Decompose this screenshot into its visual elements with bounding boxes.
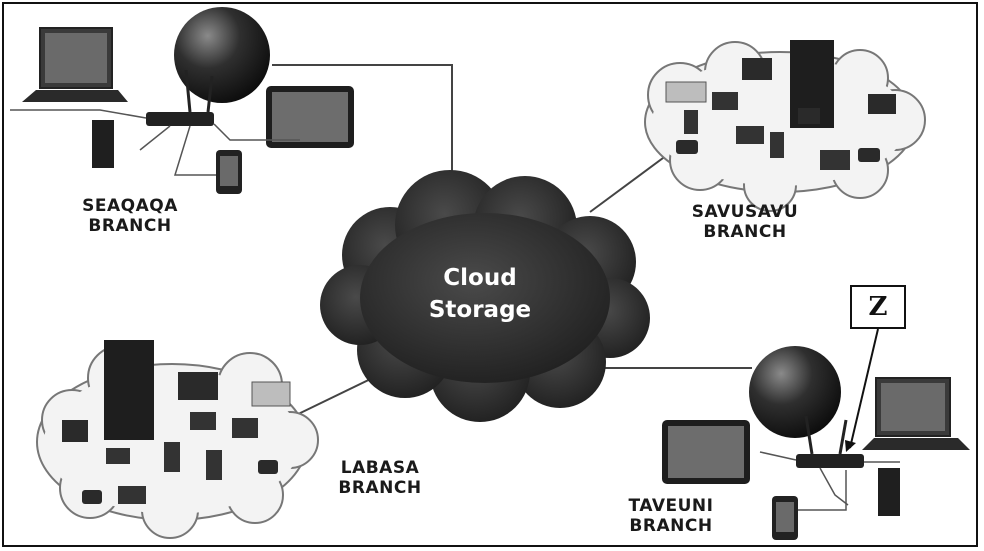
- labasa-name: LABASA: [340, 458, 420, 478]
- seaqaqa-branch-word: BRANCH: [88, 216, 172, 236]
- taveuni-name: TAVEUNI: [628, 496, 714, 516]
- phone-icon: [772, 496, 798, 540]
- cloud-storage-shape: [320, 170, 650, 422]
- taveuni-devices: [662, 346, 970, 540]
- labasa-branch-label: LABASA BRANCH: [325, 458, 435, 498]
- laptop-icon: [820, 150, 850, 170]
- laptop-icon: [862, 377, 970, 450]
- cloud-label-line2: Storage: [428, 297, 532, 323]
- savusavu-name: SAVUSAVU: [691, 202, 799, 222]
- labasa-devices: [36, 340, 319, 539]
- phone-icon: [82, 490, 102, 504]
- router-icon: [796, 415, 864, 468]
- monitor-icon: [178, 372, 218, 400]
- cloud-label-line1: Cloud: [443, 265, 517, 291]
- tower-pc-icon: [92, 120, 114, 168]
- laptop-icon: [190, 412, 216, 430]
- tower-pc-icon: [684, 110, 698, 134]
- laptop-icon: [232, 418, 258, 438]
- tower-pc-icon: [770, 132, 784, 158]
- tablet-icon: [266, 86, 354, 148]
- tower-pc-icon: [164, 442, 180, 472]
- phone-icon: [216, 150, 242, 194]
- globe-icon: [749, 346, 841, 438]
- link-seaqaqa: [272, 64, 453, 212]
- seaqaqa-branch-label: SEAQAQA BRANCH: [70, 196, 190, 236]
- phone-icon: [676, 140, 698, 154]
- laptop-icon: [736, 126, 764, 144]
- marker-arrow: [849, 328, 879, 449]
- z-marker-label: Z: [850, 285, 906, 329]
- seaqaqa-devices: [10, 7, 354, 194]
- taveuni-branch-label: TAVEUNI BRANCH: [616, 496, 726, 536]
- monitor-icon: [798, 108, 820, 124]
- printer-icon: [251, 381, 291, 407]
- laptop-icon: [118, 486, 146, 504]
- tower-pc-icon: [206, 450, 222, 480]
- monitor-icon: [868, 94, 896, 114]
- printer-icon: [665, 81, 707, 103]
- tower-pc-icon: [878, 468, 900, 516]
- taveuni-branch-word: BRANCH: [629, 516, 713, 536]
- server-icon: [104, 340, 154, 440]
- globe-icon: [174, 7, 270, 103]
- cloud-storage-label: Cloud Storage: [415, 262, 545, 326]
- savusavu-devices: [644, 40, 926, 212]
- phone-icon: [858, 148, 880, 162]
- savusavu-branch-label: SAVUSAVU BRANCH: [680, 202, 810, 242]
- labasa-branch-word: BRANCH: [338, 478, 422, 498]
- laptop-icon: [22, 27, 128, 102]
- phone-icon: [258, 460, 278, 474]
- seaqaqa-name: SEAQAQA: [82, 196, 178, 216]
- monitor-icon: [62, 420, 88, 442]
- router-icon: [146, 69, 214, 126]
- savusavu-branch-word: BRANCH: [703, 222, 787, 242]
- tablet-icon: [662, 420, 750, 484]
- laptop-icon: [106, 448, 130, 464]
- monitor-icon: [742, 58, 772, 80]
- laptop-icon: [712, 92, 738, 110]
